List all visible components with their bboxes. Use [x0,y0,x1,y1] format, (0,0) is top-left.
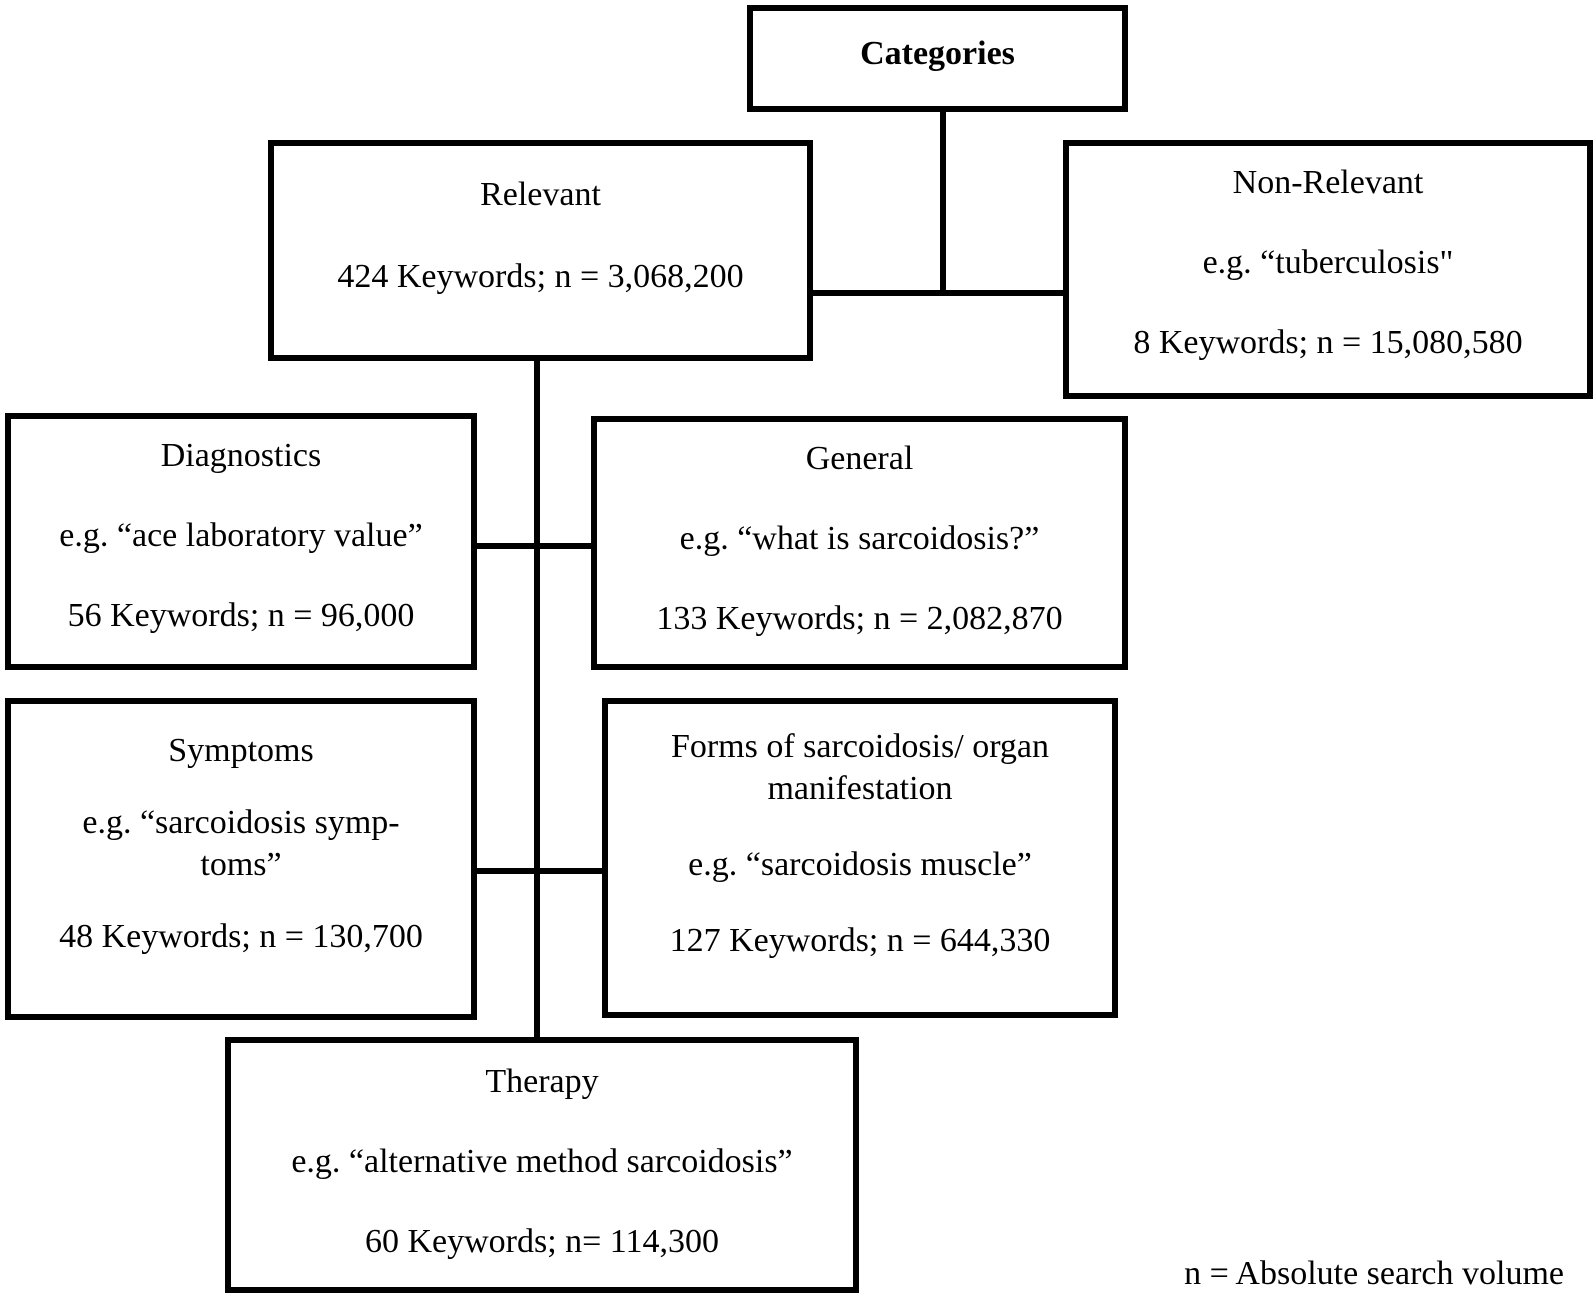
node-diagnostics-label: Diagnostics [160,437,322,474]
node-general: General e.g. “what is sarcoidosis?” 133 … [591,416,1128,670]
node-relevant-stats: 424 Keywords; n = 3,068,200 [337,258,744,295]
node-non-relevant-stats: 8 Keywords; n = 15,080,580 [1133,324,1523,361]
node-non-relevant-example: e.g. “tuberculosis" [1202,244,1454,281]
node-categories-label: Categories [860,35,1015,72]
node-diagnostics-example: e.g. “ace laboratory value” [59,517,423,554]
node-general-example: e.g. “what is sarcoidosis?” [679,520,1040,557]
node-general-stats: 133 Keywords; n = 2,082,870 [656,600,1063,637]
node-therapy-stats: 60 Keywords; n= 114,300 [364,1223,720,1260]
node-forms-label-line1: Forms of sarcoidosis/ organ [670,728,1050,765]
node-symptoms-example-line1: e.g. “sarcoidosis symp- [82,804,400,841]
node-non-relevant: Non-Relevant e.g. “tuberculosis" 8 Keywo… [1063,140,1593,399]
node-non-relevant-label: Non-Relevant [1232,164,1424,201]
node-symptoms-stats: 48 Keywords; n = 130,700 [59,918,423,955]
node-therapy: Therapy e.g. “alternative method sarcoid… [225,1037,859,1293]
node-forms-example: e.g. “sarcoidosis muscle” [688,846,1032,883]
node-relevant-label: Relevant [480,176,601,213]
node-categories: Categories [747,5,1128,112]
node-symptoms-example-line2: toms” [200,846,282,883]
node-forms-label-line2: manifestation [767,770,953,807]
node-forms-stats: 127 Keywords; n = 644,330 [669,922,1051,959]
node-diagnostics-stats: 56 Keywords; n = 96,000 [67,597,415,634]
node-therapy-example: e.g. “alternative method sarcoidosis” [291,1143,793,1180]
node-general-label: General [805,440,914,477]
node-symptoms: Symptoms e.g. “sarcoidosis symp- toms” 4… [5,698,477,1020]
footnote-legend: n = Absolute search volume [1184,1255,1564,1292]
node-forms: Forms of sarcoidosis/ organ manifestatio… [602,698,1118,1018]
node-relevant: Relevant 424 Keywords; n = 3,068,200 [268,140,813,361]
node-diagnostics: Diagnostics e.g. “ace laboratory value” … [5,413,477,670]
node-symptoms-label: Symptoms [168,732,314,769]
node-therapy-label: Therapy [485,1063,599,1100]
